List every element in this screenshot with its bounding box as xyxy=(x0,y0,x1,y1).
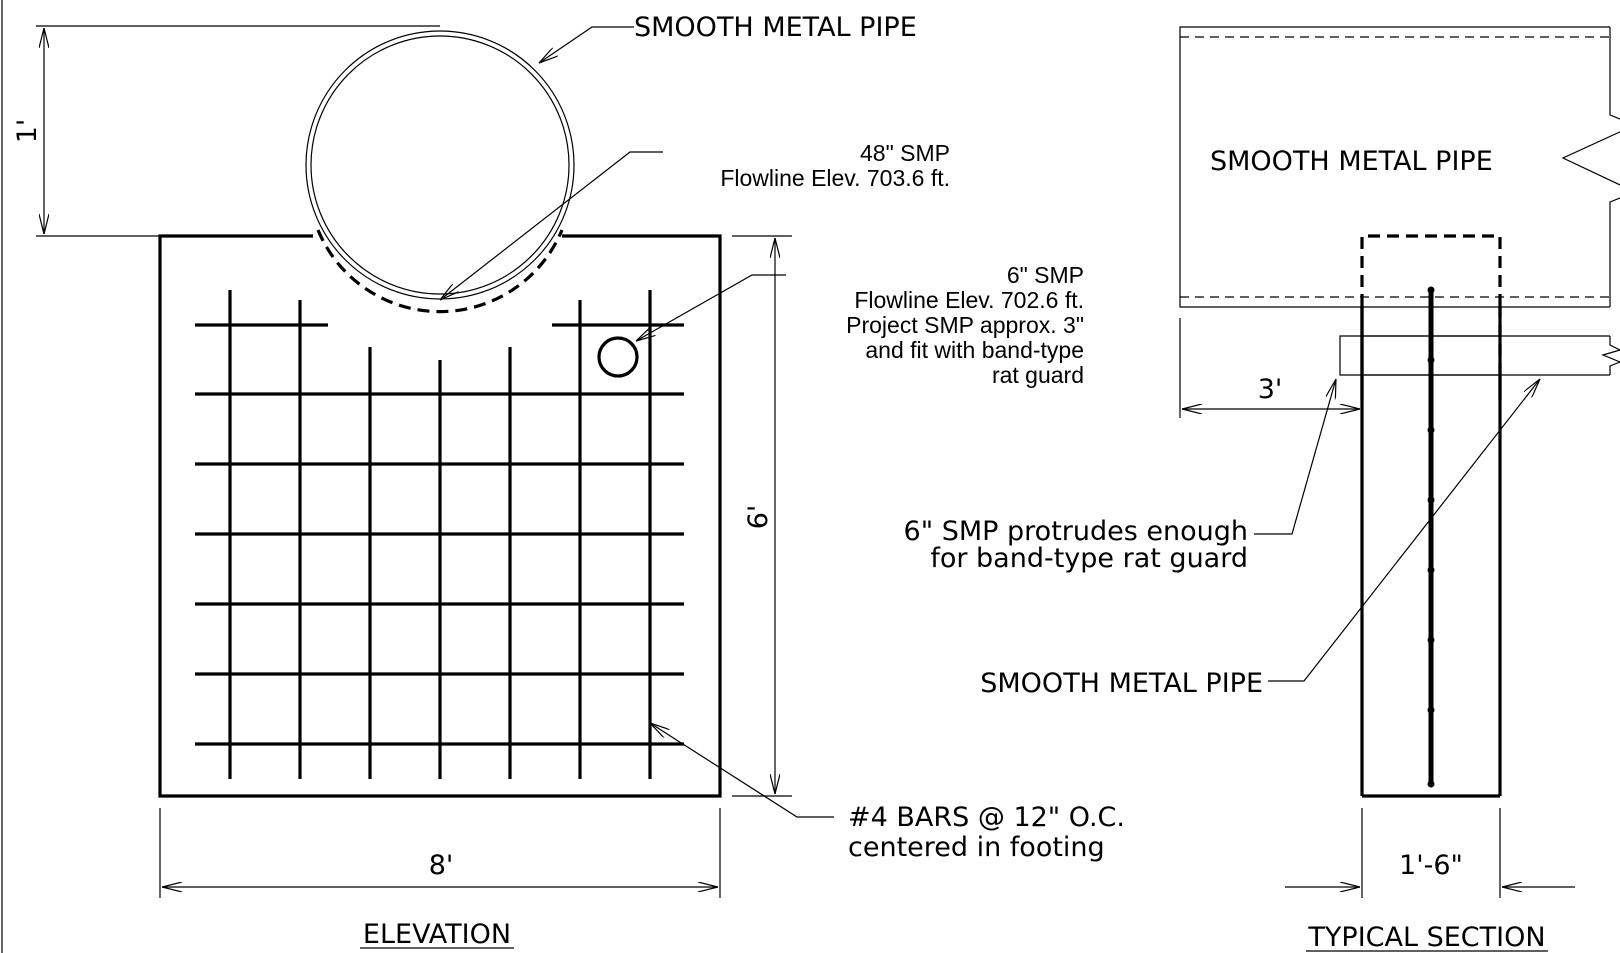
section-dim-width: 1'-6" xyxy=(1285,808,1575,898)
rebar-vertical xyxy=(228,290,652,779)
elevation-title: ELEVATION xyxy=(363,919,511,950)
dim-pipe-offset: 1' xyxy=(12,25,440,237)
pipe-6-fit: and fit with band-type xyxy=(865,337,1084,363)
dim-height: 6' xyxy=(732,235,792,797)
section-rebar-dots xyxy=(1427,286,1435,788)
footing-outline xyxy=(158,234,722,798)
section-footing-hidden-top xyxy=(1360,234,1502,306)
protrude-note-line1: 6" SMP protrudes enough xyxy=(904,516,1248,547)
dim-pipe-offset-text: 1' xyxy=(12,119,43,144)
pipe-48-flowline: Flowline Elev. 703.6 ft. xyxy=(720,165,950,191)
leader-pipe-48 xyxy=(440,151,663,300)
pipe-6-size: 6" SMP xyxy=(1007,262,1084,288)
pipe-6-project: Project SMP approx. 3" xyxy=(846,312,1084,338)
pipe-6-ratguard: rat guard xyxy=(992,362,1084,388)
elevation-view: 1' 6' 8' SMOOTH METAL PIPE 48" SMP Flowl… xyxy=(12,12,1125,950)
elevation-pipe-label: SMOOTH METAL PIPE xyxy=(634,12,917,43)
dim-height-text: 6' xyxy=(743,505,774,530)
section-title: TYPICAL SECTION xyxy=(1307,922,1545,953)
dim-width: 8' xyxy=(159,808,721,898)
bars-note-line2: centered in footing xyxy=(848,832,1105,863)
section-dim-offset-text: 3' xyxy=(1258,374,1283,405)
leader-section-pipe xyxy=(1268,379,1540,682)
section-pipe-label: SMOOTH METAL PIPE xyxy=(1210,146,1493,177)
section-small-pipe-break xyxy=(1601,336,1620,375)
leader-protrude xyxy=(1254,379,1336,535)
section-dim-offset: 3' xyxy=(1179,318,1360,418)
leader-pipe-6 xyxy=(636,274,786,341)
leader-pipe-label xyxy=(539,26,634,63)
protrude-note-line2: for band-type rat guard xyxy=(930,543,1248,574)
section-pipe-break xyxy=(1561,27,1620,307)
section-pipe-label-2: SMOOTH METAL PIPE xyxy=(980,668,1263,699)
pipe-48-circle xyxy=(305,30,575,314)
section-dim-width-text: 1'-6" xyxy=(1399,850,1463,881)
bars-note-line1: #4 BARS @ 12" O.C. xyxy=(848,802,1125,833)
section-view: 3' 1'-6" SMOOTH METAL PIPE 6" SMP protru… xyxy=(904,26,1620,953)
leader-bars xyxy=(650,723,834,818)
pipe-48-size: 48" SMP xyxy=(860,140,950,166)
section-pipe-box xyxy=(1179,26,1610,308)
pipe-6-circle xyxy=(597,336,639,378)
pipe-6-flowline: Flowline Elev. 702.6 ft. xyxy=(854,287,1084,313)
dim-width-text: 8' xyxy=(429,850,454,881)
